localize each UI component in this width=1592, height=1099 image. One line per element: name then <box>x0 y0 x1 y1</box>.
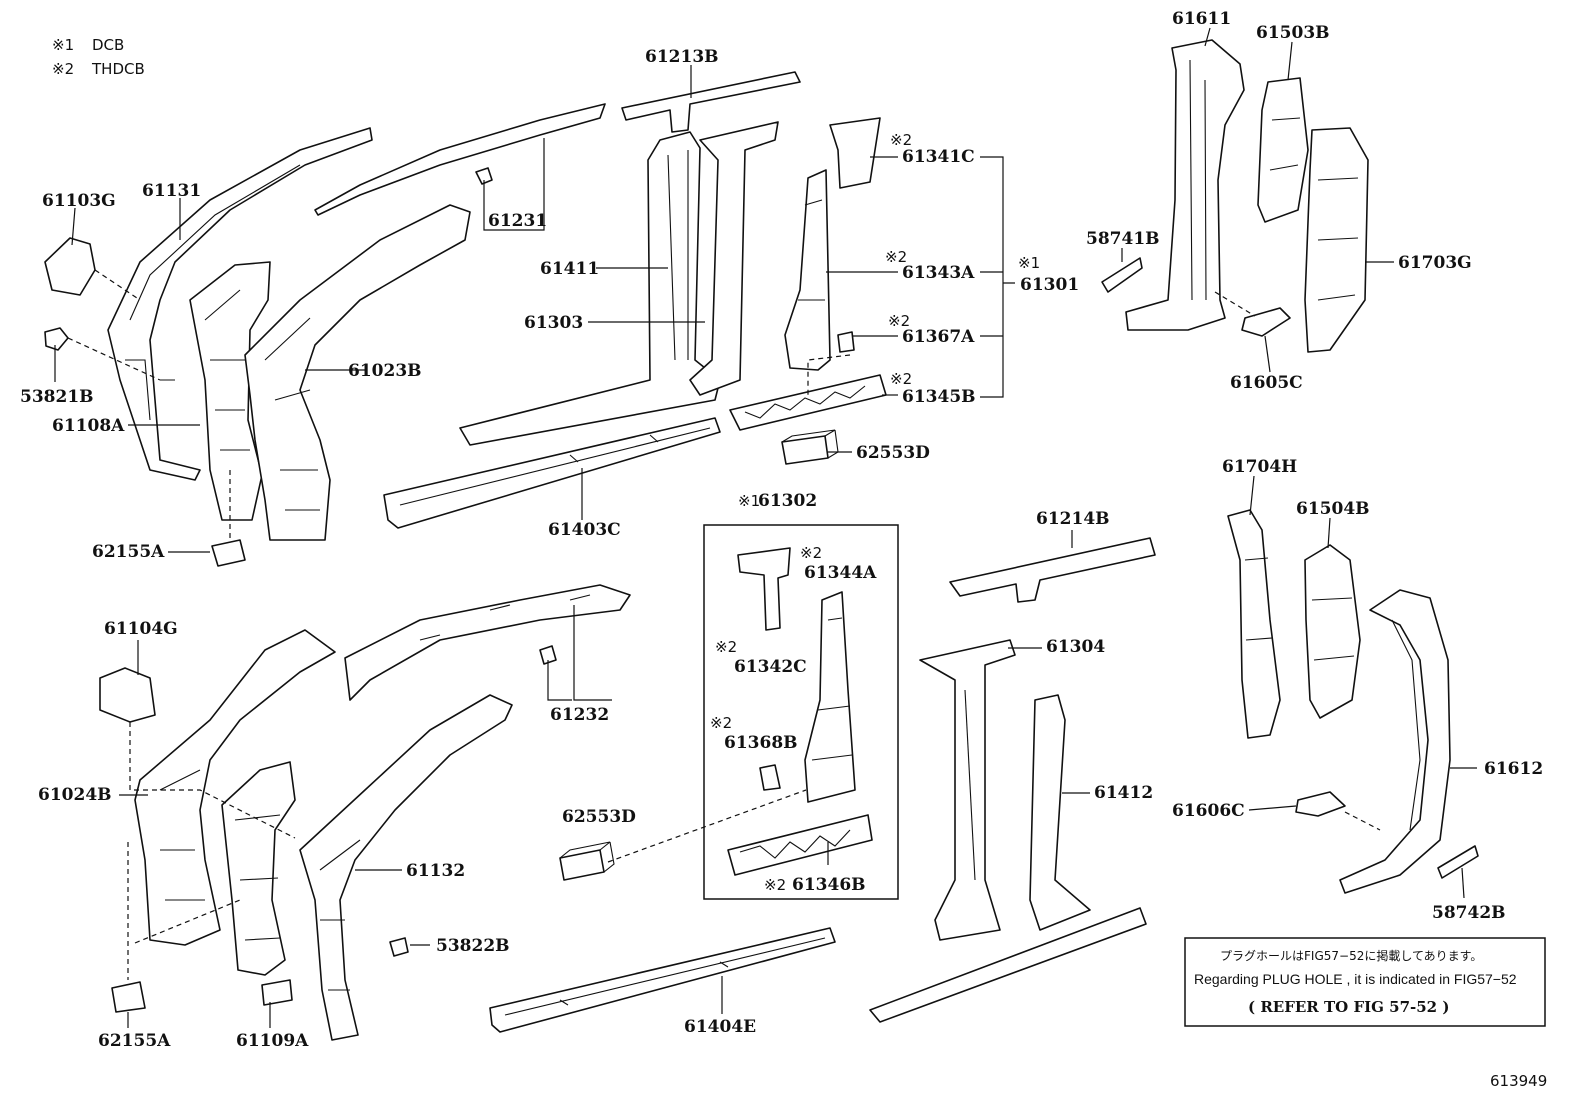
callout-61704H[interactable]: 61704H <box>1222 457 1297 477</box>
leader-lines <box>54 27 1477 1028</box>
note-reference-link[interactable]: ( REFER TO FIG 57-52 ) <box>1248 998 1449 1016</box>
legend-code-2: THDCB <box>91 60 145 78</box>
legend: ※1 DCB ※2 THDCB <box>52 36 145 78</box>
note-english-text: Regarding PLUG HOLE , it is indicated in… <box>1194 971 1517 987</box>
callout-62553D-lower[interactable]: 62553D <box>562 807 636 827</box>
callout-61131[interactable]: 61131 <box>142 181 201 201</box>
callout-61346B-mark: ※2 <box>764 876 786 894</box>
figure-number: 613949 <box>1490 1072 1547 1090</box>
plug-hole-note: プラグホールはFIG57−52に掲載してあります。 Regarding PLUG… <box>1184 937 1546 1027</box>
callout-61345B-mark: ※2 <box>890 370 912 388</box>
callout-61214B[interactable]: 61214B <box>1036 509 1110 529</box>
front-pillar-upper-drawing <box>44 103 606 567</box>
center-pillar-right-lower-drawing <box>1227 509 1479 894</box>
center-pillar-inner-group-drawing <box>559 547 873 881</box>
callout-61341C[interactable]: 61341C <box>902 147 975 167</box>
note-box <box>1184 937 1546 1027</box>
assembly-lines-upper <box>67 269 1256 540</box>
callout-61232[interactable]: 61232 <box>550 705 609 725</box>
callout-61345B[interactable]: 61345B <box>902 387 976 407</box>
callout-61301[interactable]: 61301 <box>1020 275 1079 295</box>
callout-61344A-mark: ※2 <box>800 544 822 562</box>
callout-61108A[interactable]: 61108A <box>52 416 125 436</box>
callout-61343A-mark: ※2 <box>885 248 907 266</box>
callout-61024B[interactable]: 61024B <box>38 785 112 805</box>
note-japanese-text: プラグホールはFIG57−52に掲載してあります。 <box>1220 948 1482 963</box>
front-pillar-lower-drawing <box>99 584 631 1041</box>
callout-61301-mark: ※1 <box>1018 254 1040 272</box>
callout-61411[interactable]: 61411 <box>540 259 599 279</box>
callout-61368B[interactable]: 61368B <box>724 733 798 753</box>
callout-62553D-upper[interactable]: 62553D <box>856 443 930 463</box>
callout-58741B[interactable]: 58741B <box>1086 229 1160 249</box>
callout-61367A-mark: ※2 <box>888 312 910 330</box>
legend-mark-1: ※1 <box>52 36 74 54</box>
callout-61605C[interactable]: 61605C <box>1230 373 1303 393</box>
callout-61344A[interactable]: 61344A <box>804 563 877 583</box>
callout-61504B[interactable]: 61504B <box>1296 499 1370 519</box>
callout-61213B[interactable]: 61213B <box>645 47 719 67</box>
callout-61302[interactable]: 61302 <box>758 491 817 511</box>
callout-53821B[interactable]: 53821B <box>20 387 94 407</box>
callout-61403C[interactable]: 61403C <box>548 520 621 540</box>
callout-61368B-mark: ※2 <box>710 714 732 732</box>
callout-61611[interactable]: 61611 <box>1172 9 1231 29</box>
callout-61342C[interactable]: 61342C <box>734 657 807 677</box>
callout-61132[interactable]: 61132 <box>406 861 465 881</box>
callout-61303[interactable]: 61303 <box>524 313 583 333</box>
callout-61231[interactable]: 61231 <box>488 211 547 231</box>
center-pillar-upper-drawing <box>383 71 887 529</box>
callout-61023B[interactable]: 61023B <box>348 361 422 381</box>
callout-61703G[interactable]: 61703G <box>1398 253 1472 273</box>
callout-61367A[interactable]: 61367A <box>902 327 975 347</box>
callout-61606C[interactable]: 61606C <box>1172 801 1245 821</box>
callout-62155A-upper[interactable]: 62155A <box>92 542 165 562</box>
callout-61404E[interactable]: 61404E <box>684 1017 756 1037</box>
callout-61343A[interactable]: 61343A <box>902 263 975 283</box>
group-title-mark: ※1 <box>738 492 760 510</box>
callout-53822B[interactable]: 53822B <box>436 936 510 956</box>
part-drawings <box>44 39 1479 1041</box>
callout-61612[interactable]: 61612 <box>1484 759 1543 779</box>
callout-61342C-mark: ※2 <box>715 638 737 656</box>
callout-61109A[interactable]: 61109A <box>236 1031 309 1051</box>
legend-code-1: DCB <box>92 36 124 54</box>
callout-61104G[interactable]: 61104G <box>104 619 178 639</box>
callout-61412[interactable]: 61412 <box>1094 783 1153 803</box>
callout-62155A-lower[interactable]: 62155A <box>98 1031 171 1051</box>
callout-58742B[interactable]: 58742B <box>1432 903 1506 923</box>
center-pillar-lower-drawing <box>489 537 1156 1033</box>
group-box-61302 <box>703 524 899 900</box>
callout-61503B[interactable]: 61503B <box>1256 23 1330 43</box>
callout-61346B[interactable]: 61346B <box>792 875 866 895</box>
callout-61103G[interactable]: 61103G <box>42 191 116 211</box>
center-pillar-right-upper-drawing <box>1101 39 1369 353</box>
legend-mark-2: ※2 <box>52 60 74 78</box>
callouts: 61213B 61611 61503B 61103G 61131 61231 ※… <box>20 9 1543 1051</box>
callout-61341C-mark: ※2 <box>890 131 912 149</box>
callout-61304[interactable]: 61304 <box>1046 637 1105 657</box>
